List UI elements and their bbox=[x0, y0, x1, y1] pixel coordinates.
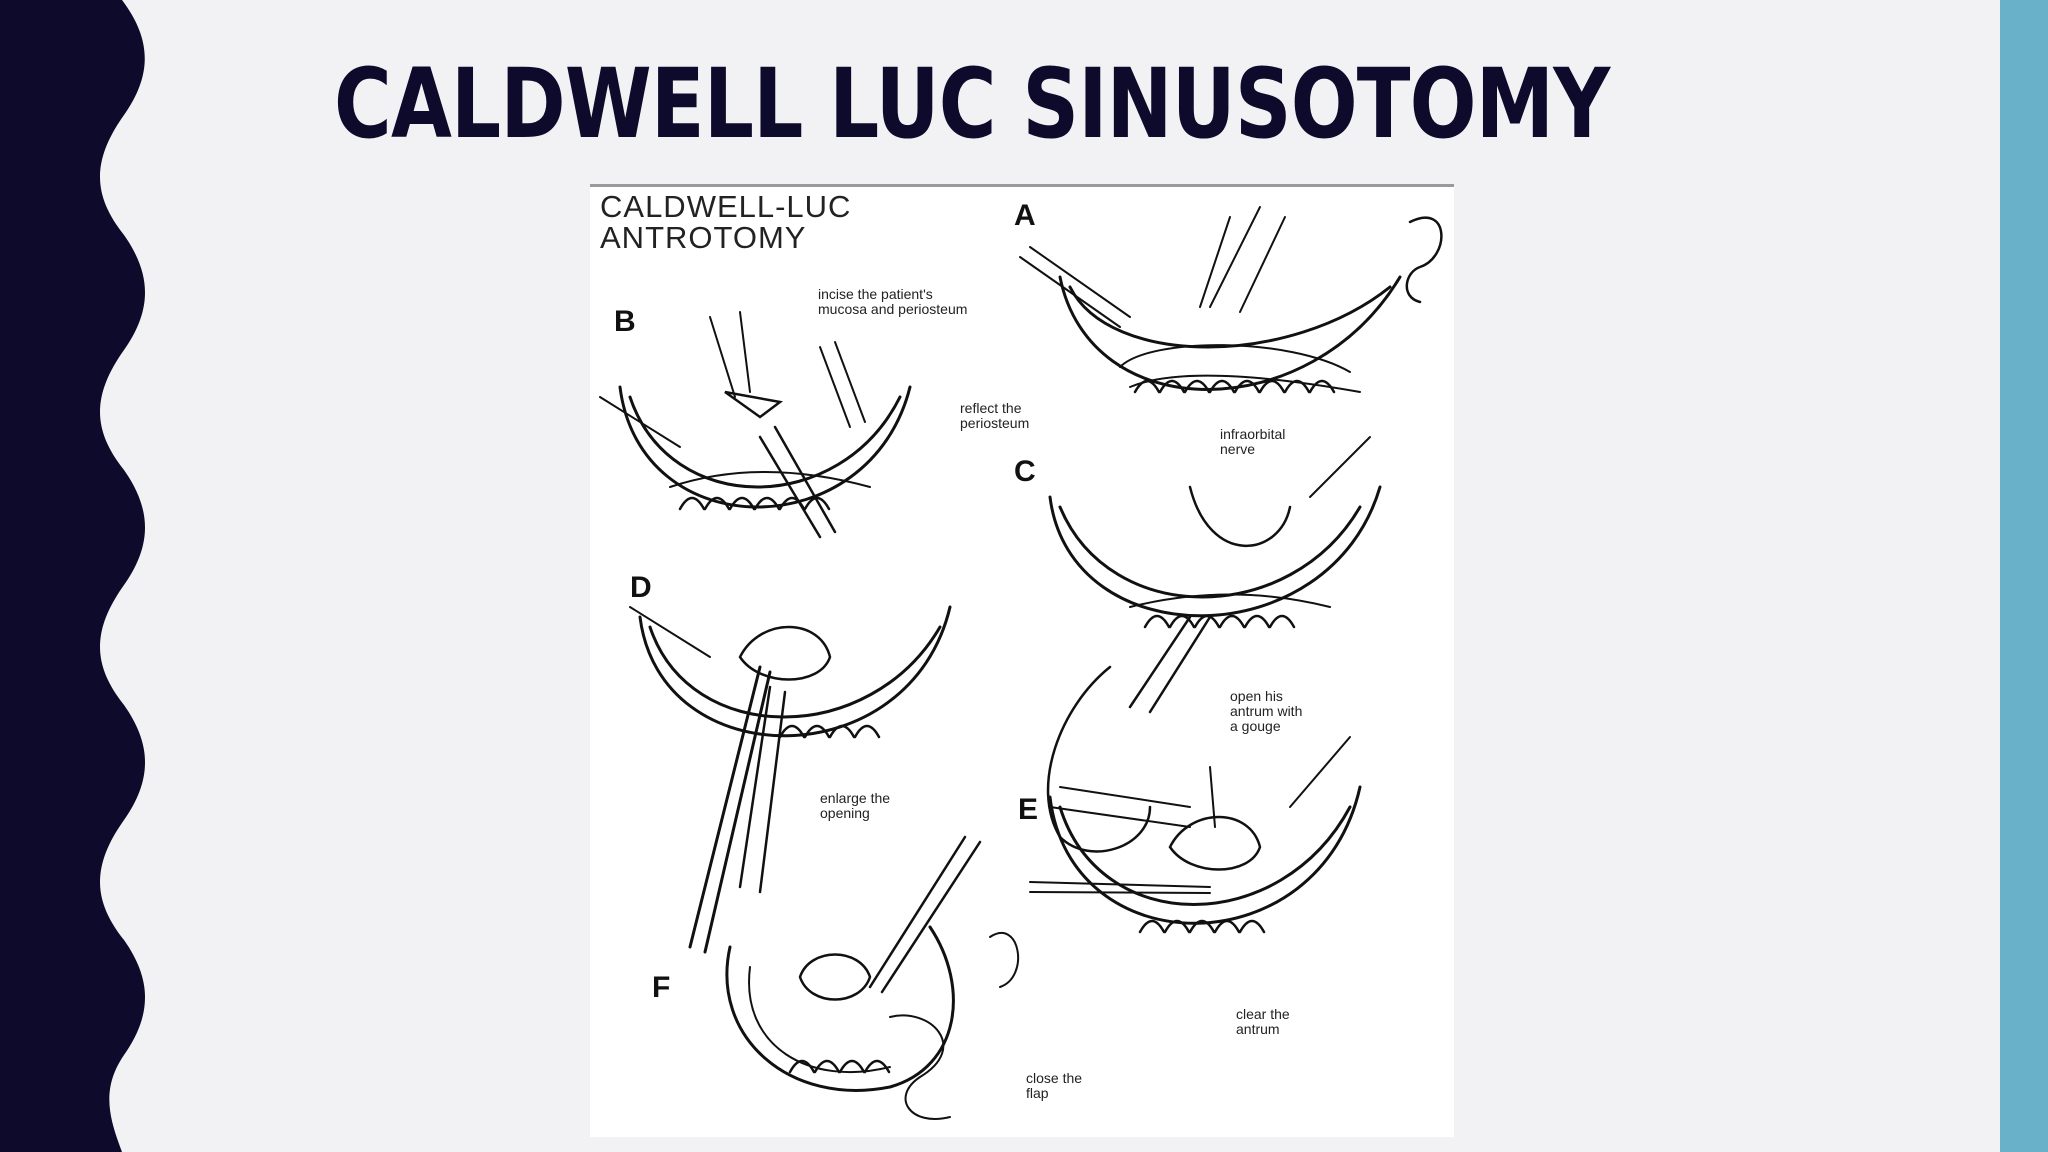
caption-infraorbital-nerve: infraorbital nerve bbox=[1220, 426, 1286, 457]
panel-d-drawing bbox=[629, 605, 952, 954]
procedure-illustration: CALDWELL-LUC ANTROTOMY A B C D E F incis… bbox=[590, 184, 1454, 1137]
panel-e-drawing bbox=[1029, 736, 1362, 934]
caption-gouge: open his antrum with a gouge bbox=[1230, 688, 1303, 734]
decorative-accent-bar bbox=[2000, 0, 2048, 1152]
panel-label-e: E bbox=[1018, 793, 1039, 826]
caption-reflect: reflect the periosteum bbox=[960, 400, 1030, 431]
figure-title: CALDWELL-LUC ANTROTOMY bbox=[600, 191, 851, 253]
caption-clear: clear the antrum bbox=[1236, 1006, 1290, 1037]
figure-title-line1: CALDWELL-LUC bbox=[600, 189, 852, 224]
caption-close: close the flap bbox=[1026, 1070, 1083, 1101]
slide-title: CALDWELL LUC SINUSOTOMY bbox=[334, 48, 1610, 160]
panel-label-a: A bbox=[1014, 199, 1036, 232]
panel-c-drawing bbox=[1046, 436, 1382, 853]
decorative-wave-band bbox=[0, 0, 145, 1152]
panel-label-c: C bbox=[1014, 455, 1036, 488]
surgical-sketch bbox=[599, 206, 1443, 1120]
figure-title-line2: ANTROTOMY bbox=[600, 220, 807, 255]
panel-f-drawing bbox=[725, 835, 1020, 1120]
panel-b-drawing bbox=[599, 311, 912, 539]
panel-label-d: D bbox=[630, 571, 652, 604]
caption-enlarge: enlarge the opening bbox=[820, 790, 891, 821]
panel-label-b: B bbox=[614, 305, 636, 338]
panel-label-f: F bbox=[652, 971, 671, 1004]
caption-incise: incise the patient's mucosa and perioste… bbox=[818, 286, 968, 317]
panel-a-drawing bbox=[1019, 206, 1443, 394]
